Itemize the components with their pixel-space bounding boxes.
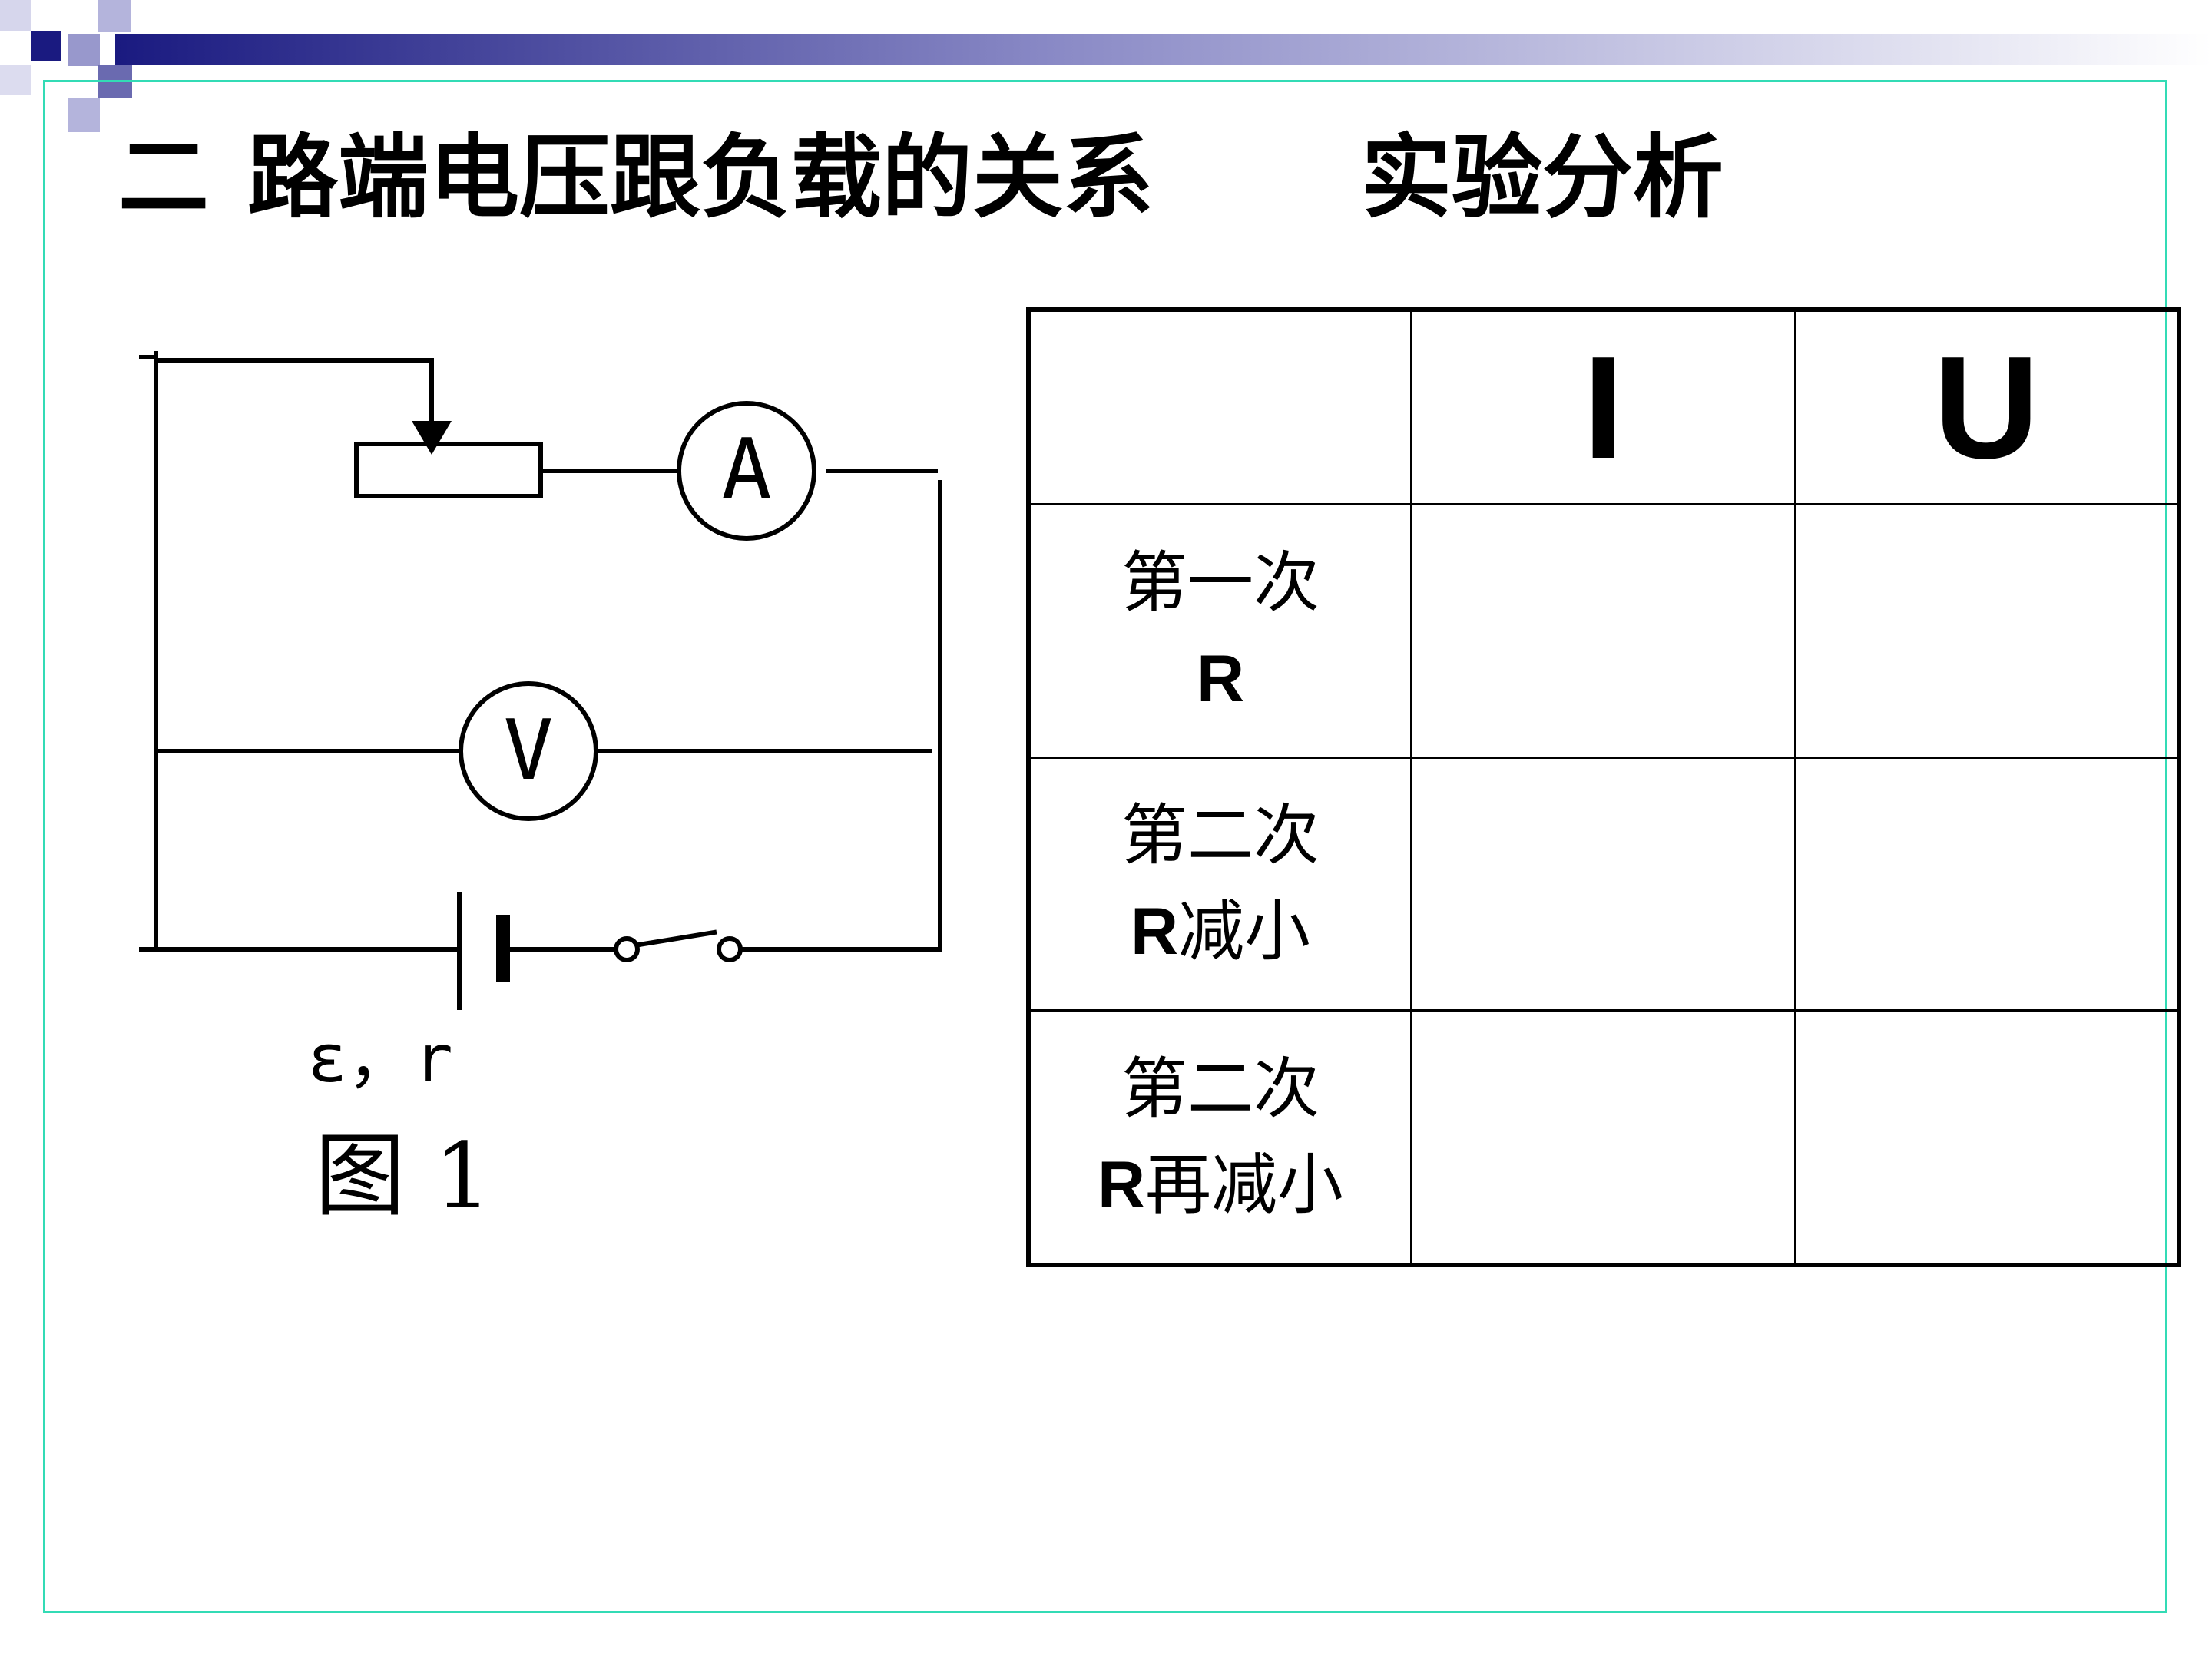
- table-header-row: I U: [1026, 307, 2181, 506]
- ammeter-label: A: [721, 422, 771, 518]
- voltmeter-label: V: [503, 703, 553, 799]
- section-number: 二: [118, 124, 210, 230]
- header-banner: [0, 0, 2212, 132]
- rheostat: [354, 442, 543, 498]
- row-label: 第一次 R: [1026, 503, 1412, 759]
- voltage-cell: [1793, 503, 2181, 759]
- source-label: ε，r: [307, 1021, 453, 1098]
- table-row: 第二次 R减小: [1026, 756, 2181, 1012]
- switch-blade: [636, 929, 717, 948]
- subtitle-text: 实验分析: [1361, 124, 1724, 230]
- voltage-cell: [1793, 756, 2181, 1012]
- circuit-diagram: A V ε，r 图 1: [139, 351, 942, 1229]
- current-cell: [1410, 503, 1796, 759]
- ammeter: [677, 401, 816, 541]
- header-cell-current: I: [1410, 307, 1796, 506]
- figure-caption: 图 1: [315, 1123, 492, 1229]
- header-cell-empty: [1026, 307, 1412, 506]
- slide-title: 二 路端电压跟负载的关系 实验分析: [118, 115, 1724, 230]
- table-row: 第一次 R: [1026, 503, 2181, 759]
- row-label: 第二次 R再减小: [1026, 1009, 1412, 1268]
- table-row: 第二次 R再减小: [1026, 1009, 2181, 1268]
- header-cell-voltage: U: [1793, 307, 2181, 506]
- current-cell: [1410, 1009, 1796, 1268]
- voltage-cell: [1793, 1009, 2181, 1268]
- switch-contact-left: [614, 936, 640, 962]
- current-cell: [1410, 756, 1796, 1012]
- switch-contact-right: [717, 936, 743, 962]
- data-table: I U 第一次 R 第二次 R减小 第二次 R再减小: [1026, 307, 2181, 1268]
- title-text: 路端电压跟负载的关系: [247, 124, 1154, 230]
- slider-arrow: [412, 421, 452, 455]
- row-label: 第二次 R减小: [1026, 756, 1412, 1012]
